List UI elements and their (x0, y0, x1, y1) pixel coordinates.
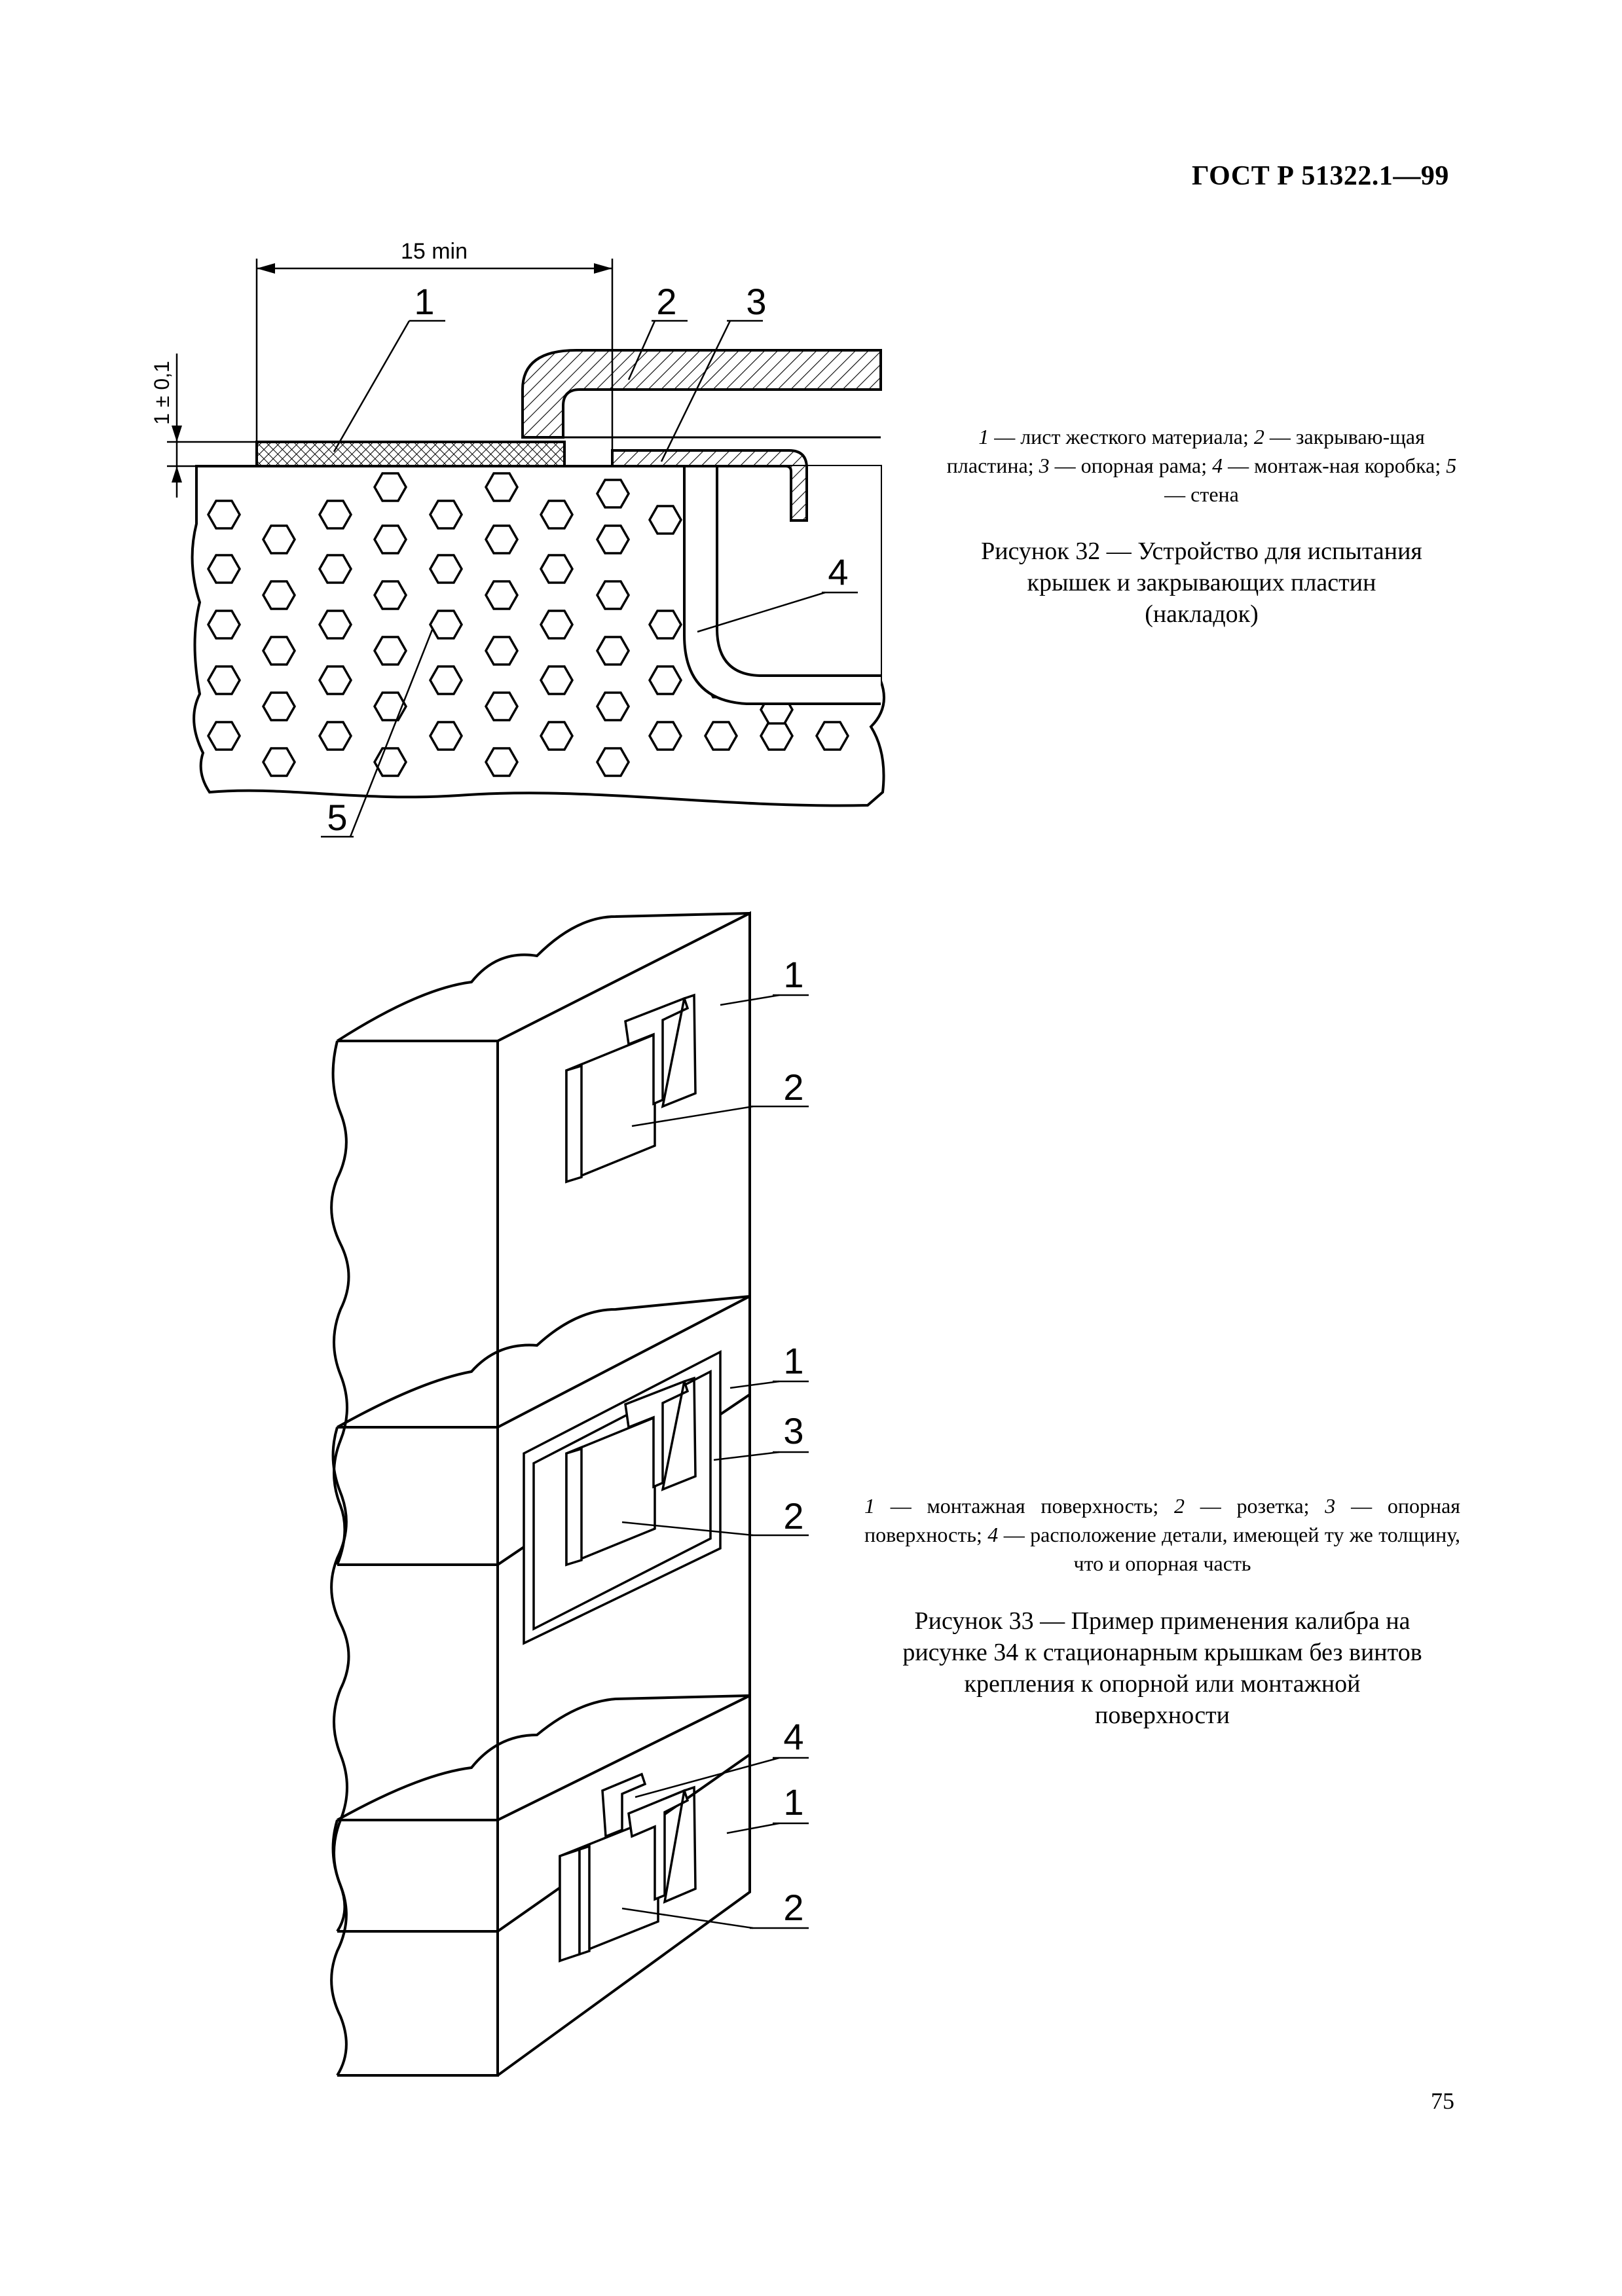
mounting-box (684, 466, 881, 704)
rigid-sheet (255, 441, 566, 467)
block-c: 4 1 2 (330, 1693, 809, 2077)
svg-text:2: 2 (783, 1495, 803, 1537)
svg-text:4: 4 (828, 551, 848, 592)
figure-33-drawing: 1 2 1 3 2 (330, 911, 809, 1933)
svg-text:2: 2 (656, 281, 676, 322)
svg-text:4: 4 (783, 1716, 803, 1757)
dimension-15min: 15 min (401, 239, 468, 264)
svg-text:1: 1 (414, 281, 434, 322)
figure-32-drawing: 15 min 1 ± 0,1 1 2 3 4 5 (150, 239, 885, 838)
support-frame (611, 449, 808, 522)
svg-text:5: 5 (327, 797, 347, 838)
svg-text:3: 3 (783, 1410, 803, 1451)
callout-4: 4 (697, 551, 858, 633)
callout-3: 3 (660, 281, 767, 462)
callout-5: 5 (321, 629, 433, 838)
svg-text:1: 1 (783, 1781, 803, 1823)
document-code: ГОСТ Р 51322.1—99 (1192, 161, 1449, 191)
callout-2: 2 (627, 281, 688, 380)
dimension-thickness: 1 ± 0,1 (150, 361, 174, 425)
page-number: 75 (1431, 2088, 1454, 2114)
svg-text:2: 2 (783, 1066, 803, 1108)
figure-33-legend: 1 — монтажная поверхность; 2 — розетка; … (864, 1494, 1461, 1575)
block-b: 1 3 2 (330, 1294, 809, 1933)
wall-outline (191, 465, 885, 807)
callout-1: 1 (333, 281, 445, 452)
svg-text:1: 1 (783, 954, 803, 995)
covering-plate (521, 349, 882, 439)
figure-32-legend: 1 — лист жесткого материала; 2 — закрыва… (946, 425, 1457, 506)
figure-32-title: Рисунок 32 — Устройство для испытания кр… (981, 538, 1422, 628)
figure-33-title: Рисунок 33 — Пример применения калибра н… (902, 1607, 1422, 1729)
svg-text:3: 3 (746, 281, 766, 322)
svg-text:1: 1 (783, 1340, 803, 1381)
svg-text:2: 2 (783, 1887, 803, 1928)
figure-33-drawing-c: 4 1 2 (330, 1693, 809, 2077)
